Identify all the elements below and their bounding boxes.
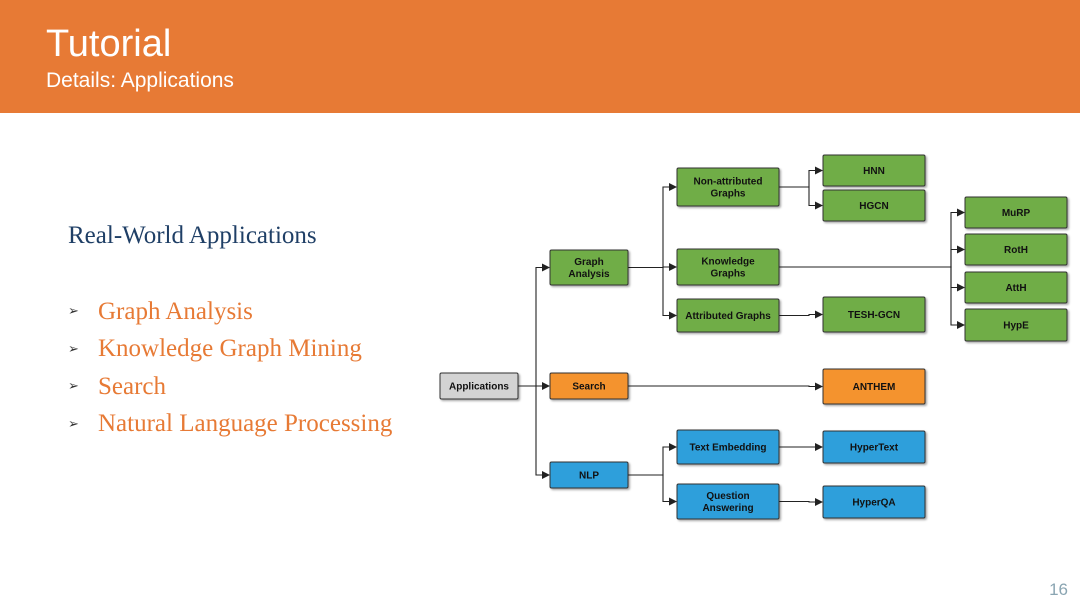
list-item: ➢ Graph Analysis [68,293,392,331]
bullet-text: Natural Language Processing [98,410,393,438]
node-question-answering-box [676,483,780,520]
edge-non-attributed-to-hnn [779,166,823,188]
page-number: 16 [1049,580,1068,599]
edge-graph-analysis-to-attributed-graphs [628,266,677,320]
node-hnn-box [822,154,926,187]
node-hgcn-box [822,189,926,222]
node-atth-box [964,271,1068,304]
list-item: ➢ Search [68,368,392,406]
arrow-bullet-icon: ➢ [68,379,79,395]
node-atth-label: AttH [1005,283,1026,294]
node-murp-box [964,196,1068,229]
bullet-text: Knowledge Graph Mining [98,335,362,363]
edge-knowledge-graphs-to-hype [779,266,965,329]
node-hype-label: HypE [1003,321,1029,332]
section-heading: Real-World Applications [68,222,317,249]
slide-title: Tutorial [46,23,172,65]
node-search-box [549,372,629,400]
arrow-bullet-icon: ➢ [68,416,79,432]
edge-knowledge-graphs-to-roth [779,245,965,268]
node-tesh-gcn-box [822,296,926,333]
node-non-attributed-box [676,167,780,207]
node-text-embedding-label: Text Embedding [689,443,766,454]
arrow-bullet-icon: ➢ [68,341,79,357]
node-anthem: ANTHEM [822,368,926,405]
node-hype-box [964,308,1068,342]
node-hype: HypE [964,308,1068,342]
node-graph-analysis-label: Graph [574,257,603,268]
node-search-label: Search [572,382,605,393]
node-tesh-gcn-label: TESH-GCN [848,310,900,321]
node-hnn-label: HNN [863,166,885,177]
edge-nlp-to-text-embedding [628,443,677,476]
edges-layer [518,166,965,506]
node-knowledge-graphs-label: Knowledge [701,257,755,268]
edge-attributed-graphs-to-tesh-gcn [779,310,823,319]
node-hypertext: HyperText [822,430,926,464]
node-non-attributed-label: Graphs [710,189,745,200]
node-hypertext-label: HyperText [850,443,899,454]
node-non-attributed-label: Non-attributed [694,177,763,188]
node-graph-analysis-label: Analysis [568,269,610,280]
list-item: ➢ Natural Language Processing [68,406,392,444]
bullet-text: Graph Analysis [98,297,253,325]
node-text-embedding: Text Embedding [676,429,780,465]
node-text-embedding-box [676,429,780,465]
node-anthem-box [822,368,926,405]
node-applications-label: Applications [449,382,509,393]
node-roth-label: RotH [1004,245,1028,256]
edge-applications-to-graph-analysis [518,263,550,387]
slide-subtitle: Details: Applications [46,69,234,92]
node-roth-box [964,233,1068,266]
edge-knowledge-graphs-to-atth [779,266,965,292]
node-question-answering-label: Question [706,491,749,502]
node-attributed-graphs-label: Attributed Graphs [685,311,771,322]
node-tesh-gcn: TESH-GCN [822,296,926,333]
bullet-list: ➢Graph Analysis ➢Knowledge Graph Mining … [68,293,392,443]
list-item: ➢ Knowledge Graph Mining [68,331,392,369]
node-knowledge-graphs-box [676,248,780,286]
edge-nlp-to-question-answering [628,474,677,506]
node-hyperqa: HyperQA [822,485,926,519]
title-bar: Tutorial Details: Applications [0,0,1080,113]
node-nlp-label: NLP [579,471,599,482]
node-hnn: HNN [822,154,926,187]
edge-applications-to-nlp [518,385,550,479]
node-applications: Applications [439,372,519,400]
node-hypertext-box [822,430,926,464]
node-attributed-graphs-box [676,298,780,333]
node-hgcn: HGCN [822,189,926,222]
node-murp: MuRP [964,196,1068,229]
node-atth: AttH [964,271,1068,304]
node-anthem-label: ANTHEM [853,382,896,393]
node-graph-analysis-box [549,249,629,286]
node-question-answering-label: Answering [702,503,753,514]
node-hyperqa-label: HyperQA [852,498,895,509]
edge-search-to-anthem [628,382,823,391]
edge-question-answering-to-hyperqa [779,498,823,506]
node-roth: RotH [964,233,1068,266]
arrow-bullet-icon: ➢ [68,304,79,320]
edge-graph-analysis-to-non-attributed [628,183,677,269]
node-applications-box [439,372,519,400]
node-nlp: NLP [549,461,629,489]
bullet-text: Search [98,372,167,400]
node-hgcn-label: HGCN [859,201,888,212]
edge-non-attributed-to-hgcn [779,186,823,210]
node-knowledge-graphs-label: Graphs [710,269,745,280]
node-search: Search [549,372,629,400]
node-murp-label: MuRP [1002,208,1031,219]
node-attributed-graphs: Attributed Graphs [676,298,780,333]
node-nlp-box [549,461,629,489]
node-hyperqa-box [822,485,926,519]
